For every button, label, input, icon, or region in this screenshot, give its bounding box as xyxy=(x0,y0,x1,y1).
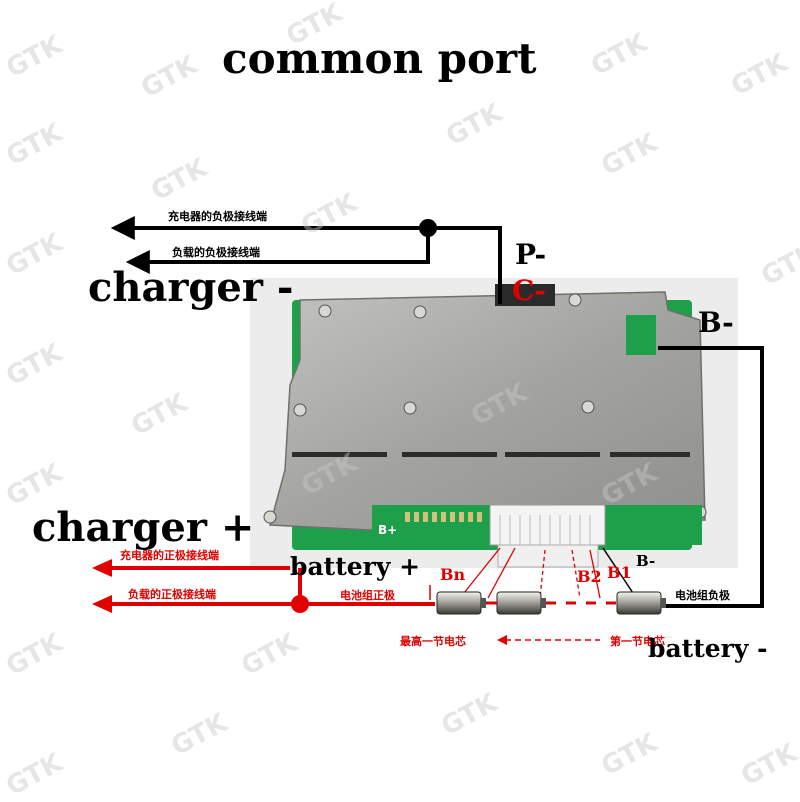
vent-slots xyxy=(292,452,690,457)
balance-connector xyxy=(489,504,606,546)
b-minus-small-label: B- xyxy=(636,552,656,570)
pin-row xyxy=(405,512,482,522)
heatsink-plate xyxy=(269,291,706,531)
positive-junction xyxy=(291,595,309,613)
p-minus-label: P- xyxy=(515,238,547,271)
bn-label: Bn xyxy=(440,565,466,584)
charger-positive-note: 充电器的正极接线端 xyxy=(120,549,219,562)
b2-label: B2 xyxy=(577,567,602,586)
cell-order-arrow xyxy=(497,635,600,645)
pack-positive-note: 电池组正极 xyxy=(340,589,395,602)
page-title: common port xyxy=(222,34,537,83)
b-minus-pad xyxy=(626,315,656,355)
charger-negative-note: 充电器的负极接线端 xyxy=(168,210,267,223)
pack-negative-note: 电池组负极 xyxy=(675,589,730,602)
negative-junction xyxy=(419,219,437,237)
charger-minus-label: charger - xyxy=(88,264,294,311)
battery-plus-label: battery + xyxy=(290,552,421,581)
b-minus-label: B- xyxy=(698,306,734,339)
charger-plus-label: charger + xyxy=(32,504,255,551)
battery-minus-label: battery - xyxy=(648,634,768,663)
first-cell-note: 第一节电芯 xyxy=(610,635,665,648)
c-minus-pad xyxy=(495,284,555,306)
balance-leads xyxy=(459,547,601,599)
b-plus-board-label: B+ xyxy=(378,523,398,537)
load-positive-note: 负载的正极接线端 xyxy=(128,588,216,601)
arrow-icon xyxy=(92,559,112,577)
battery-cell-icons xyxy=(436,591,666,615)
negative-wires xyxy=(110,216,764,608)
b1-label: B1 xyxy=(607,563,632,582)
arrow-icon xyxy=(92,595,112,613)
highest-cell-note: 最高一节电芯 xyxy=(400,635,466,648)
load-negative-note: 负载的负极接线端 xyxy=(172,246,260,259)
connector-ribs xyxy=(499,515,591,545)
c-minus-label: C- xyxy=(512,274,546,307)
balance-wires xyxy=(497,544,599,568)
